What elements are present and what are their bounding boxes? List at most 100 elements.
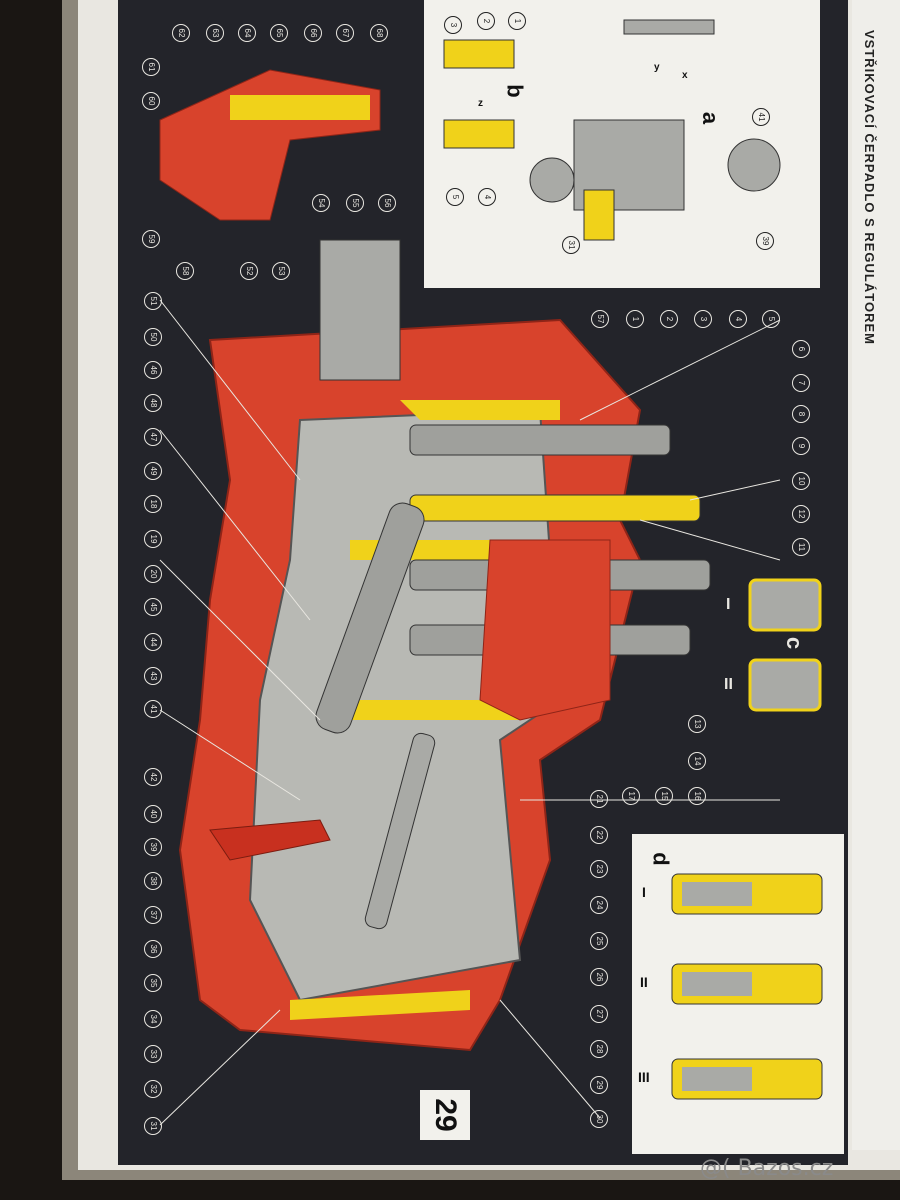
- callout: 64: [238, 24, 256, 42]
- callout: 56: [378, 194, 396, 212]
- callout: 46: [144, 361, 162, 379]
- inset-d-drawing: [671, 873, 823, 1100]
- top-fitting: [319, 239, 401, 381]
- control-lever: [209, 819, 331, 861]
- callout: 37: [144, 906, 162, 924]
- callout: 60: [142, 92, 160, 110]
- callout: 61: [142, 58, 160, 76]
- inset-symbol: y: [654, 62, 660, 73]
- callout: 55: [346, 194, 364, 212]
- callout: 14: [688, 752, 706, 770]
- inset-letter-d: d: [648, 852, 674, 866]
- callout: 39: [144, 838, 162, 856]
- roman-label-iii: III: [638, 1069, 650, 1085]
- inset-symbol: z: [478, 98, 483, 109]
- yellow-section: [330, 700, 520, 720]
- roman-label-i: I: [642, 884, 646, 900]
- callout: 6: [792, 340, 810, 358]
- callout: 8: [792, 405, 810, 423]
- callout: 68: [370, 24, 388, 42]
- callout: 43: [144, 667, 162, 685]
- inset-d-panel: d I II III: [632, 834, 844, 1154]
- callout: 2: [660, 310, 678, 328]
- callout: 18: [144, 495, 162, 513]
- callout: 7: [792, 374, 810, 392]
- callout: 51: [144, 292, 162, 310]
- callout: 4: [729, 310, 747, 328]
- yellow-section: [290, 990, 470, 1020]
- callout: 34: [144, 1010, 162, 1028]
- callout: 4: [478, 188, 496, 206]
- side-title: VSTŘIKOVACÍ ČERPADLO S REGULÁTOREM: [862, 30, 877, 345]
- callout: 45: [144, 598, 162, 616]
- roman-label-ii: II: [640, 974, 648, 990]
- callout: 16: [688, 787, 706, 805]
- inset-ab-drawing: [443, 19, 781, 241]
- callout: 47: [144, 428, 162, 446]
- callout: 1: [508, 12, 526, 30]
- yellow-section: [400, 400, 560, 420]
- callout: 28: [590, 1040, 608, 1058]
- callout: 10: [792, 472, 810, 490]
- callout: 25: [590, 932, 608, 950]
- callout: 66: [304, 24, 322, 42]
- callout: 5: [762, 310, 780, 328]
- page-number: 29: [420, 1090, 470, 1140]
- side-strip: [852, 0, 900, 1150]
- callout: 27: [590, 1005, 608, 1023]
- pump-block: [479, 539, 611, 721]
- callout: 36: [144, 940, 162, 958]
- callout: 15: [655, 787, 673, 805]
- callout: 59: [142, 230, 160, 248]
- callout: 11: [792, 538, 810, 556]
- yellow-section: [230, 95, 370, 120]
- callout: 31: [562, 236, 580, 254]
- callout: 41: [752, 108, 770, 126]
- callout: 62: [172, 24, 190, 42]
- roman-label-i: I: [726, 596, 731, 613]
- callout: 24: [590, 896, 608, 914]
- callout: 23: [590, 860, 608, 878]
- callout: 42: [144, 768, 162, 786]
- governor-rod: [364, 732, 436, 930]
- callout: 31: [144, 1117, 162, 1135]
- callout: 57: [591, 310, 609, 328]
- callout: 39: [756, 232, 774, 250]
- callout: 17: [622, 787, 640, 805]
- callout: 13: [688, 715, 706, 733]
- roman-label-ii: II: [724, 676, 733, 693]
- callout: 35: [144, 974, 162, 992]
- callout: 26: [590, 968, 608, 986]
- callout: 19: [144, 530, 162, 548]
- callout: 40: [144, 805, 162, 823]
- callout: 52: [240, 262, 258, 280]
- callout: 50: [144, 328, 162, 346]
- callout: 3: [694, 310, 712, 328]
- callout: 21: [590, 790, 608, 808]
- watermark: @( Bazos.cz: [700, 1156, 834, 1181]
- callout: 53: [272, 262, 290, 280]
- leader-lines: [159, 299, 781, 1126]
- callout: 22: [590, 826, 608, 844]
- callout: 63: [206, 24, 224, 42]
- callout: 20: [144, 565, 162, 583]
- callout: 5: [446, 188, 464, 206]
- callout: 54: [312, 194, 330, 212]
- callout: 3: [444, 16, 462, 34]
- camshaft: [315, 502, 425, 734]
- callout: 30: [590, 1110, 608, 1128]
- callout: 12: [792, 505, 810, 523]
- callout: 2: [477, 12, 495, 30]
- callout: 48: [144, 394, 162, 412]
- callout: 67: [336, 24, 354, 42]
- callout: 32: [144, 1080, 162, 1098]
- callout: 1: [626, 310, 644, 328]
- plunger-barrel: [409, 424, 671, 456]
- inset-ab-panel: b a: [424, 0, 820, 288]
- callout: 58: [176, 262, 194, 280]
- callout: 9: [792, 437, 810, 455]
- callout: 44: [144, 633, 162, 651]
- callout: 38: [144, 872, 162, 890]
